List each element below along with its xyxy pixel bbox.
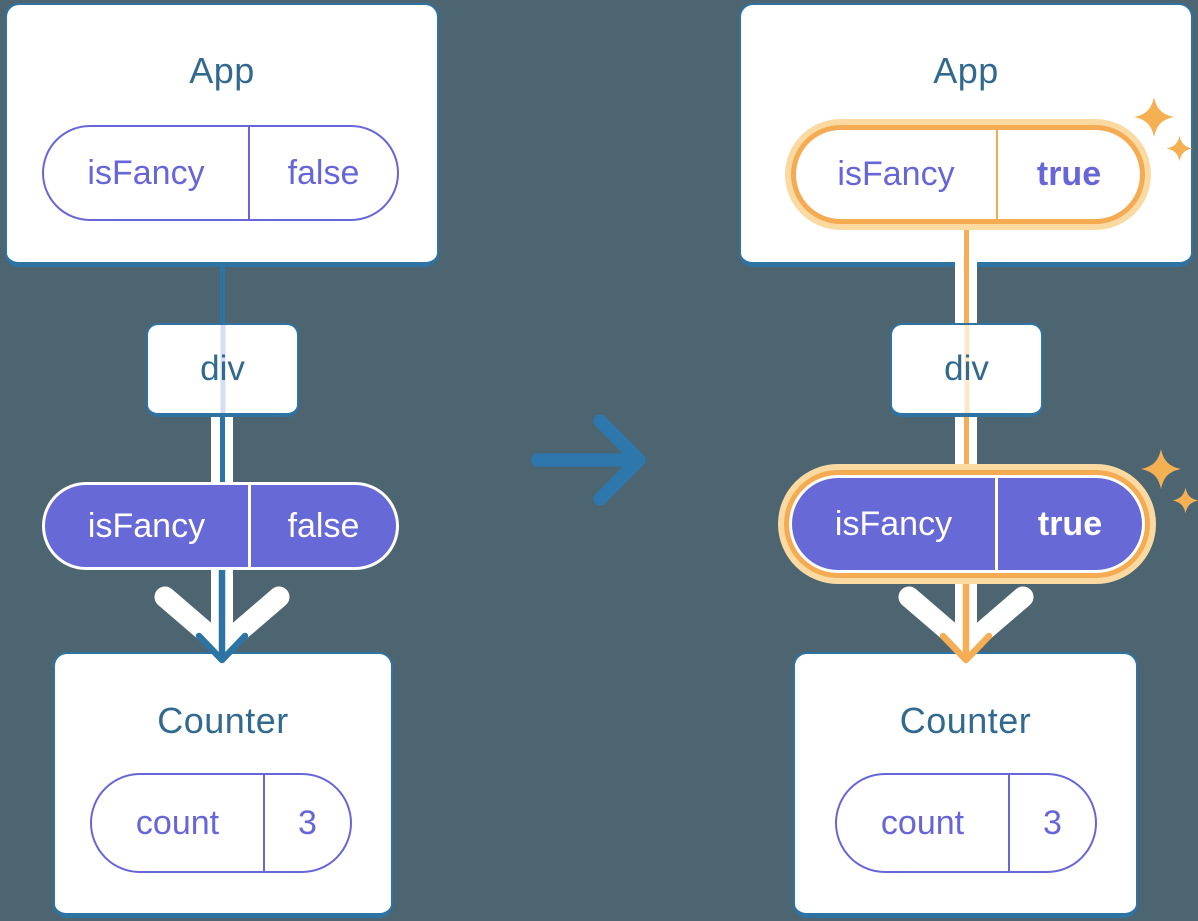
- state-pill-isfancy: isFancy false: [42, 125, 399, 221]
- app-component-title: App: [933, 50, 999, 91]
- state-pill-isfancy-highlighted: isFancy true: [796, 130, 1140, 219]
- state-key: isFancy: [44, 127, 250, 219]
- count-state-pill: count 3: [90, 773, 352, 873]
- div-component-title: div: [944, 349, 989, 388]
- div-component-card: div: [890, 323, 1043, 417]
- state-key: isFancy: [796, 130, 998, 219]
- prop-value: false: [287, 506, 360, 545]
- prop-pill-isfancy-highlighted: isFancy true: [792, 478, 1142, 570]
- counter-component-title: Counter: [899, 700, 1032, 741]
- transition-arrow-icon: [531, 414, 646, 506]
- prop-value: true: [1037, 504, 1103, 543]
- down-arrow-icon: [939, 580, 993, 664]
- div-component-title: div: [200, 349, 245, 388]
- state-key: count: [92, 775, 265, 871]
- state-value: 3: [298, 803, 317, 842]
- count-state-pill: count 3: [835, 773, 1097, 873]
- prop-pill-isfancy: isFancy false: [42, 482, 399, 570]
- connector-app-div-line: [963, 228, 969, 323]
- state-key: count: [837, 775, 1010, 871]
- connector-div-prop-line: [219, 417, 225, 483]
- state-value: false: [287, 153, 360, 192]
- connector-div-prop-line: [963, 417, 969, 483]
- sparkle-icon: [1172, 487, 1198, 514]
- sparkle-icon: [1141, 449, 1181, 489]
- div-component-card: div: [146, 323, 299, 417]
- counter-component-title: Counter: [157, 700, 289, 741]
- prop-key: isFancy: [45, 485, 251, 567]
- pass-through-line: [220, 325, 225, 413]
- state-value: 3: [1043, 803, 1062, 842]
- sparkle-icon: [1166, 135, 1193, 162]
- down-arrow-icon: [195, 566, 249, 664]
- prop-key: isFancy: [792, 478, 998, 570]
- sparkle-icon: [1134, 97, 1174, 137]
- connector-app-div-line: [219, 265, 225, 325]
- state-value: true: [1036, 155, 1102, 193]
- pass-through-line: [964, 325, 969, 413]
- app-component-title: App: [189, 50, 255, 91]
